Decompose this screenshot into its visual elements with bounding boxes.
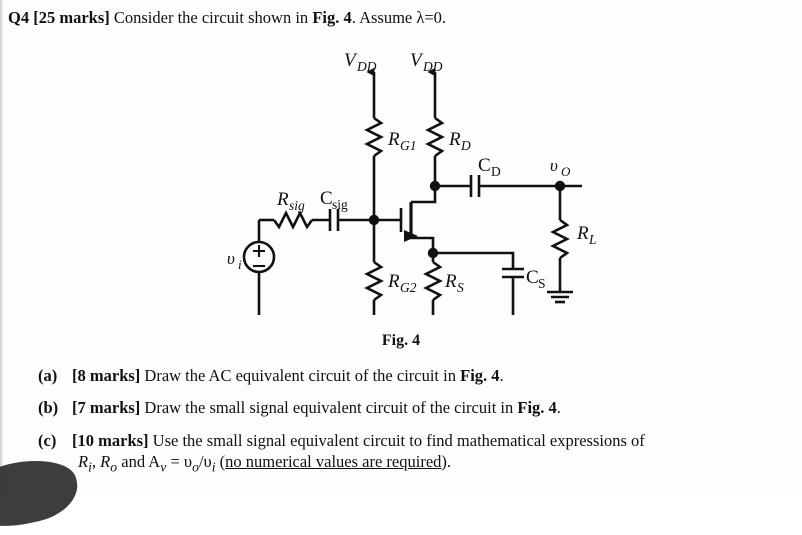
scan-edge-shadow [0, 0, 4, 494]
label-cd-sub: D [491, 164, 501, 179]
part-c-av-sub: v [160, 459, 167, 475]
label-vdd-right-base: V [410, 50, 424, 71]
part-c-body: [10 marks] Use the small signal equivale… [72, 430, 796, 477]
part-a-body: [8 marks] Draw the AC equivalent circuit… [72, 365, 796, 386]
capacitor-csig-symbol [328, 209, 340, 231]
label-rg2: R G2 [387, 271, 417, 295]
part-b-text-after: . [556, 398, 561, 418]
label-vo: υ O [550, 156, 571, 179]
label-rg1: R G1 [387, 129, 417, 153]
question-part-b: (b) [7 marks] Draw the small signal equi… [38, 397, 796, 418]
label-rl-base: R [576, 223, 589, 244]
resistor-rs-symbol [423, 260, 443, 302]
label-vdd-right: V DD [410, 50, 443, 74]
question-parts: (a) [8 marks] Draw the AC equivalent cir… [38, 365, 796, 487]
question-stem-fig-ref: Fig. 4 [312, 8, 352, 27]
label-csig-sub: sig [332, 197, 348, 212]
part-b-marks: [7 marks] [72, 398, 141, 418]
part-c-vi-sub: i [211, 459, 216, 475]
part-c-ro-sub: o [110, 459, 118, 475]
part-c-paren-close: ). [441, 452, 452, 472]
capacitor-cs-symbol [502, 267, 524, 279]
label-vo-base: υ [550, 156, 558, 175]
part-c-eq: = υ [166, 452, 193, 472]
question-marks: [25 marks] [33, 8, 110, 27]
label-rl: R L [576, 223, 597, 247]
label-rg1-base: R [387, 129, 400, 150]
part-b-tag: (b) [38, 398, 59, 418]
capacitor-cd-symbol [469, 175, 481, 197]
label-vdd-left: V DD [344, 50, 377, 74]
label-rd: R D [448, 129, 471, 153]
question-part-c: (c) [10 marks] Use the small signal equi… [38, 430, 796, 477]
question-stem-text: Consider the circuit shown in [113, 8, 309, 27]
resistor-rg1-symbol [364, 116, 384, 158]
label-cs-sub: S [538, 276, 546, 291]
ground-symbol-rl [547, 290, 573, 304]
part-a-text-after: . [499, 366, 504, 385]
part-b-fig-ref: Fig. 4 [517, 398, 557, 418]
part-c-text: Use the small signal equivalent circuit … [152, 430, 645, 450]
label-cs: C S [526, 267, 546, 291]
part-c-marks: [10 marks] [72, 430, 149, 450]
label-vi-base: υ [227, 249, 235, 268]
label-vdd-left-base: V [344, 50, 358, 71]
circuit-figure: V DD V DD R G1 R D [0, 40, 802, 315]
label-rsig-sub: sig [289, 198, 305, 213]
question-number: Q4 [8, 8, 30, 27]
part-c-and: and A [117, 452, 161, 472]
label-vi-sub: i [238, 257, 242, 272]
figure-caption: Fig. 4 [381, 332, 421, 349]
label-rg2-sub: G2 [400, 280, 417, 295]
resistor-rd-symbol [425, 116, 445, 158]
part-c-paren-open: ( [215, 452, 226, 472]
part-c-continuation: Ri, Ro and Av = υo/υi (no numerical valu… [72, 451, 796, 476]
mosfet-source-arrow [404, 230, 418, 242]
label-rg1-sub: G1 [400, 138, 417, 153]
label-vi: υ i [227, 249, 242, 272]
label-cd-base: C [478, 155, 491, 176]
label-rsig: R sig [276, 189, 305, 213]
label-vo-sub: O [561, 164, 571, 179]
label-rd-base: R [448, 129, 461, 150]
question-part-a: (a) [8 marks] Draw the AC equivalent cir… [38, 365, 796, 386]
label-csig: C sig [320, 188, 348, 212]
part-a-tag: (a) [38, 366, 58, 385]
label-csig-base: C [320, 188, 333, 209]
label-cd: C D [478, 155, 501, 179]
part-c-underlined-note: no numerical values are required [225, 452, 442, 472]
part-a-fig-ref: Fig. 4 [460, 366, 500, 385]
wire-source-node-to-cs [433, 251, 515, 269]
question-stem: Q4 [25 marks] Consider the circuit shown… [8, 8, 788, 29]
label-rl-sub: L [588, 232, 597, 247]
label-rd-sub: D [460, 138, 471, 153]
label-rg2-base: R [387, 271, 400, 292]
part-c-ro-base: , R [91, 452, 111, 472]
part-b-body: [7 marks] Draw the small signal equivale… [72, 397, 796, 418]
source-vi-circle [242, 240, 276, 274]
part-b-text: Draw the small signal equivalent circuit… [144, 398, 514, 418]
resistor-rg2-symbol [364, 260, 384, 302]
part-c-ri-sub: i [88, 459, 92, 475]
label-rs: R S [444, 271, 464, 295]
resistor-rsig-symbol [272, 210, 314, 230]
part-c-vo-sub: o [192, 459, 199, 475]
label-vdd-left-sub: DD [356, 59, 377, 74]
label-rsig-base: R [276, 189, 289, 210]
part-a-marks: [8 marks] [72, 366, 141, 385]
question-stem-tail: . Assume λ=0. [351, 8, 447, 27]
wire-drain-lead [411, 186, 437, 204]
label-cs-base: C [526, 267, 539, 288]
part-c-ri-base: R [78, 452, 89, 472]
label-rs-sub: S [457, 280, 464, 295]
part-a-text: Draw the AC equivalent circuit of the ci… [144, 366, 456, 385]
part-c-slash: /υ [198, 452, 212, 472]
label-rs-base: R [444, 271, 457, 292]
resistor-rl-symbol [550, 218, 570, 260]
label-vdd-right-sub: DD [422, 59, 443, 74]
part-c-tag: (c) [38, 430, 57, 450]
